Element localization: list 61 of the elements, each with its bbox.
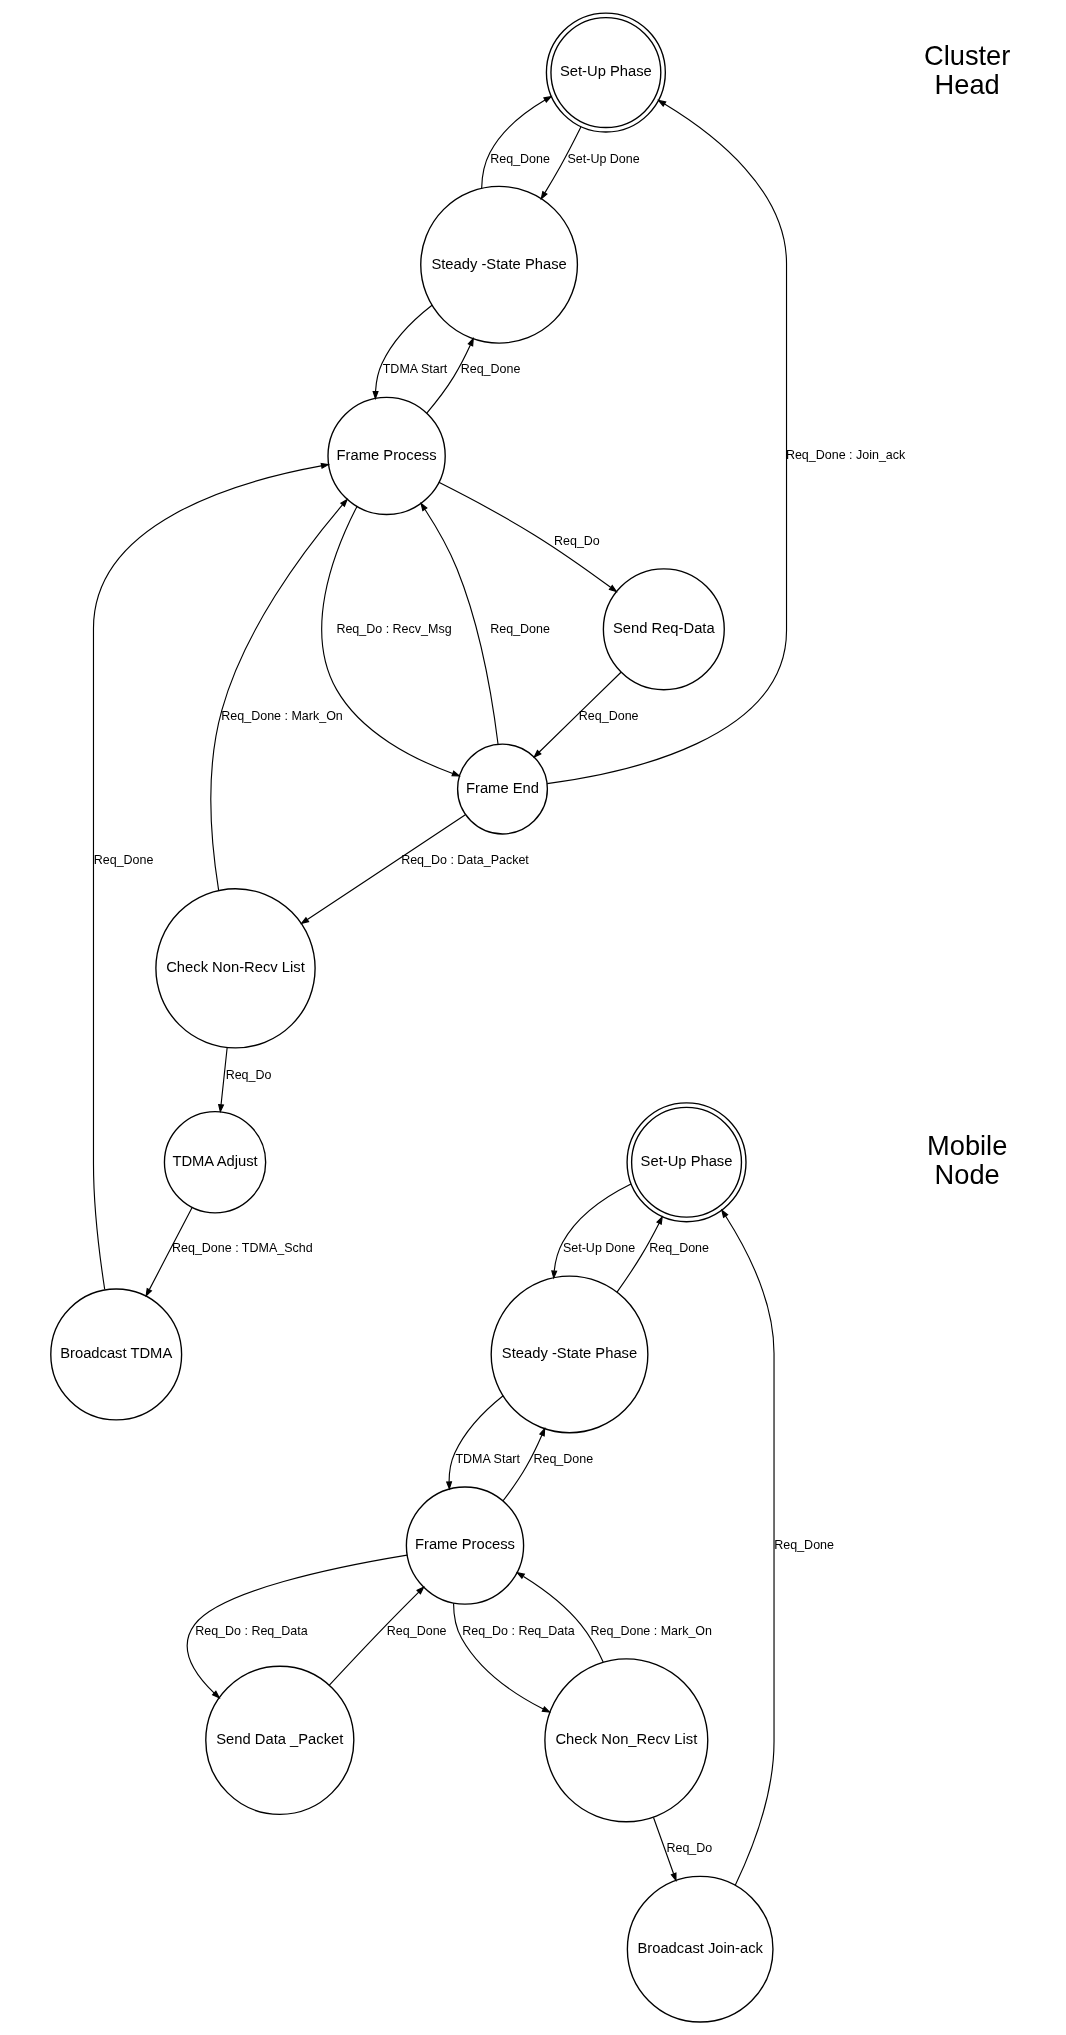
edge-label: Req_Done	[490, 151, 550, 166]
edge-label: Req_Do	[554, 533, 600, 548]
edge-label: Req_Done	[490, 621, 550, 636]
arrow	[546, 99, 788, 785]
arrow	[445, 1395, 504, 1491]
node-circle: Steady -State Phase	[420, 185, 579, 344]
edge-label: Req_Done	[649, 1241, 710, 1256]
edge-label: Set-Up Done	[562, 1241, 636, 1256]
edge-label: Req_Done	[386, 1623, 447, 1638]
arrow	[515, 1571, 604, 1663]
node-circle: Steady -State Phase	[490, 1275, 649, 1434]
arrow	[481, 95, 553, 189]
edge-label: Set-Up Done	[567, 151, 640, 166]
label: Cluster Head	[924, 39, 1011, 101]
arrow	[616, 1215, 663, 1293]
arrow	[652, 1816, 677, 1882]
node-circle: Send Req-Data	[602, 568, 725, 691]
edge-label: Req_Do : Req_Data	[195, 1623, 308, 1638]
arrow	[92, 462, 331, 1290]
node-circle: Broadcast Join-ack	[626, 1875, 774, 2023]
edge-label: Req_Done	[460, 362, 521, 377]
arrow	[420, 502, 499, 745]
edge-label: Req_Done : Mark_On	[221, 709, 343, 724]
arrow	[720, 1208, 775, 1886]
edge-label: Req_Done : Join_ack	[785, 448, 906, 463]
edge-label: TDMA Start	[455, 1451, 520, 1466]
arrow	[300, 814, 466, 925]
arrow	[453, 1602, 551, 1713]
arrow	[540, 126, 582, 201]
node-circle: Check Non_Recv List	[544, 1658, 709, 1823]
edge-label: Req_Done	[93, 853, 154, 868]
label: Mobile Node	[927, 1129, 1008, 1191]
arrow	[551, 1183, 632, 1280]
node-circle: Send Data _Packet	[205, 1665, 355, 1815]
edge-label: Req_Do	[666, 1841, 713, 1856]
node-circle: Frame Process	[327, 396, 446, 516]
edge-label: Req_Do	[225, 1067, 272, 1082]
edge-label: Req_Do : Data_Packet	[401, 853, 529, 868]
edge-label: TDMA Start	[382, 362, 448, 377]
arrow	[210, 498, 349, 891]
arrow	[426, 337, 474, 414]
arrow	[438, 481, 618, 593]
arrow	[321, 505, 461, 777]
node-circle: TDMA Adjust	[163, 1111, 267, 1214]
arrow	[145, 1207, 193, 1298]
edge-label: Req_Done	[578, 709, 639, 724]
edge-label: Req_Do : Recv_Msg	[336, 621, 452, 636]
node-circle: Check Non-Recv List	[155, 888, 316, 1049]
arrow	[372, 304, 433, 401]
edge-label: Req_Done : Mark_On	[590, 1623, 713, 1638]
arrow	[217, 1047, 228, 1114]
edge-label: Req_Done	[533, 1451, 594, 1466]
edge-label: Req_Do : Req_Data	[462, 1623, 575, 1638]
arrow	[328, 1586, 425, 1686]
edge-label: Req_Done	[774, 1537, 834, 1552]
arrow	[186, 1554, 408, 1699]
edge-label: Req_Done : TDMA_Schd	[171, 1241, 313, 1256]
arrow	[533, 671, 622, 759]
node-circle: Set-Up Phase	[626, 1102, 747, 1223]
arrow	[502, 1427, 546, 1502]
node-circle: Frame End	[456, 743, 549, 835]
